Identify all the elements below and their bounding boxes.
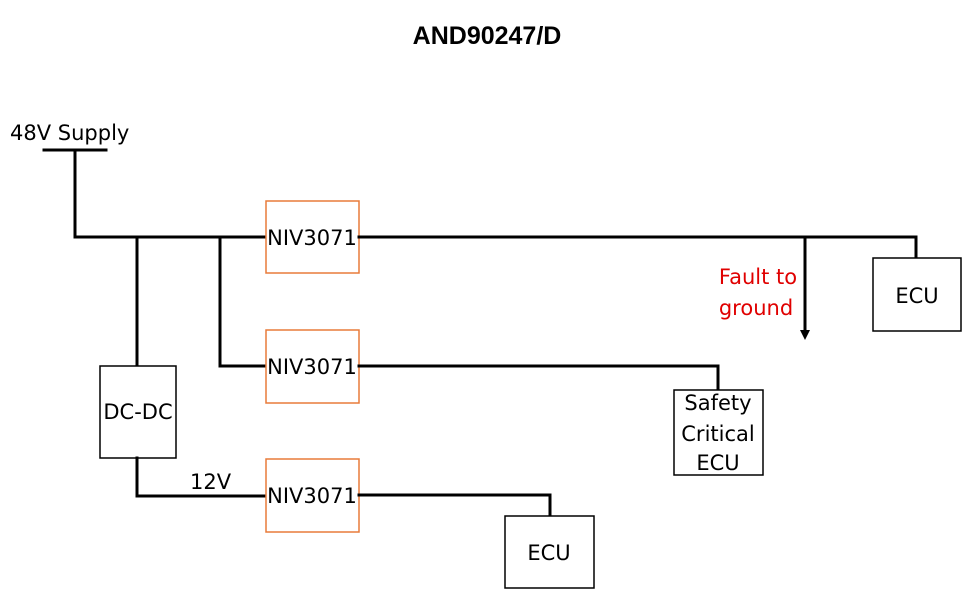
ecu-bottom-box	[504, 515, 595, 589]
niv3071-label-3: NIV3071	[267, 484, 357, 508]
fault-arrow-icon	[800, 330, 810, 340]
ecu-top-box	[872, 257, 962, 332]
ecu-top-label: ECU	[895, 284, 938, 308]
document-title: AND90247/D	[412, 22, 562, 50]
safety-ecu-line-2: Critical	[681, 422, 754, 446]
safety-ecu-line-3: ECU	[696, 451, 739, 475]
niv3071-label-1: NIV3071	[267, 226, 357, 250]
niv3071-label-2: NIV3071	[267, 355, 357, 379]
niv3071-switch-1	[265, 200, 360, 274]
ecu-bottom-label: ECU	[527, 541, 570, 565]
dcdc-converter-box	[99, 365, 177, 459]
safety-ecu-line-1: Safety	[684, 391, 751, 415]
12v-label: 12V	[190, 470, 232, 494]
supply-label: 48V Supply	[10, 121, 129, 145]
safety-critical-ecu-box	[673, 389, 764, 476]
fault-label-line-2: ground	[719, 296, 793, 320]
dcdc-label: DC-DC	[103, 400, 172, 424]
fault-label-line-1: Fault to	[719, 265, 797, 289]
niv3071-switch-3	[265, 458, 360, 533]
